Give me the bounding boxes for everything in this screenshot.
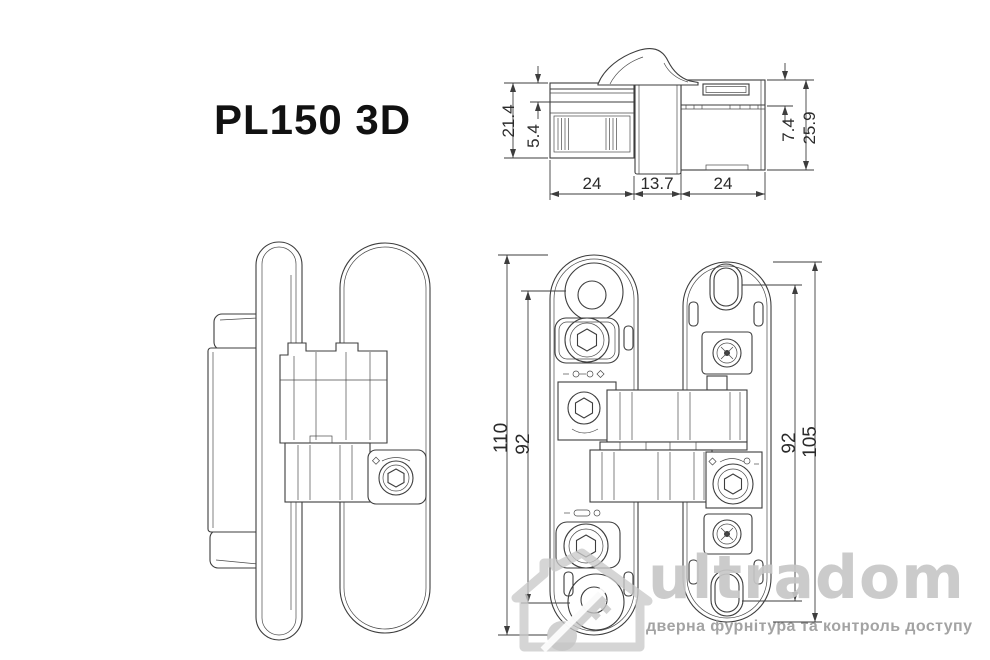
dim-top-gap: 13.7 — [640, 174, 673, 193]
dim-front-left-outer: 110 — [491, 423, 512, 453]
dim-front-left-inner: 92 — [513, 433, 534, 454]
dim-top-width-right: 24 — [714, 174, 733, 193]
side-view-drawing — [207, 241, 431, 641]
dim-top-width-left: 24 — [583, 174, 602, 193]
dim-top-left-outer: 21.4 — [499, 104, 518, 137]
dim-top-left-inner: 5.4 — [524, 124, 543, 148]
dim-front-right-outer: 105 — [800, 426, 821, 458]
dim-top-right-inner: 7.4 — [779, 118, 798, 142]
dim-top-right-outer: 25.9 — [800, 111, 819, 144]
product-title: PL150 3D — [214, 96, 412, 143]
front-view-drawing: 110 92 92 105 — [491, 254, 822, 636]
top-view-drawing: 21.4 5.4 7.4 25.9 24 13.7 24 — [499, 47, 819, 200]
dim-front-right-inner: 92 — [779, 432, 800, 453]
